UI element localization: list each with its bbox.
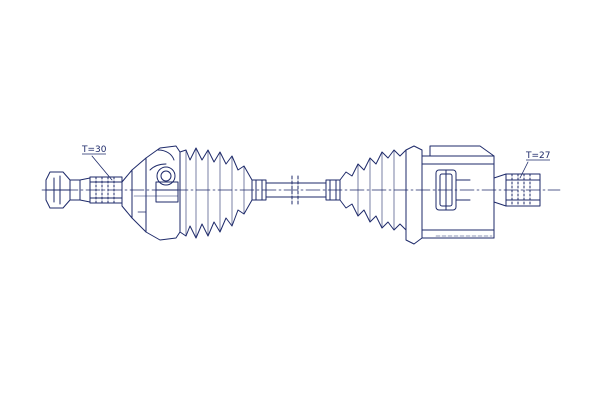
left-callout-leader <box>91 155 113 181</box>
left-spline-label: T=30 <box>81 145 107 155</box>
tripod-roller <box>435 169 471 211</box>
inner-boot <box>339 149 407 231</box>
intermediate-shaft <box>251 175 341 205</box>
outer-cv-inner-race <box>149 163 179 203</box>
outer-boot <box>179 147 253 239</box>
outer-cv-housing <box>121 145 181 241</box>
inner-joint-housing <box>405 145 495 245</box>
right-spline-label: T=27 <box>525 151 551 161</box>
hub-flange <box>45 171 91 209</box>
right-callout-leader <box>519 161 529 179</box>
inner-spline-stub <box>493 173 541 207</box>
